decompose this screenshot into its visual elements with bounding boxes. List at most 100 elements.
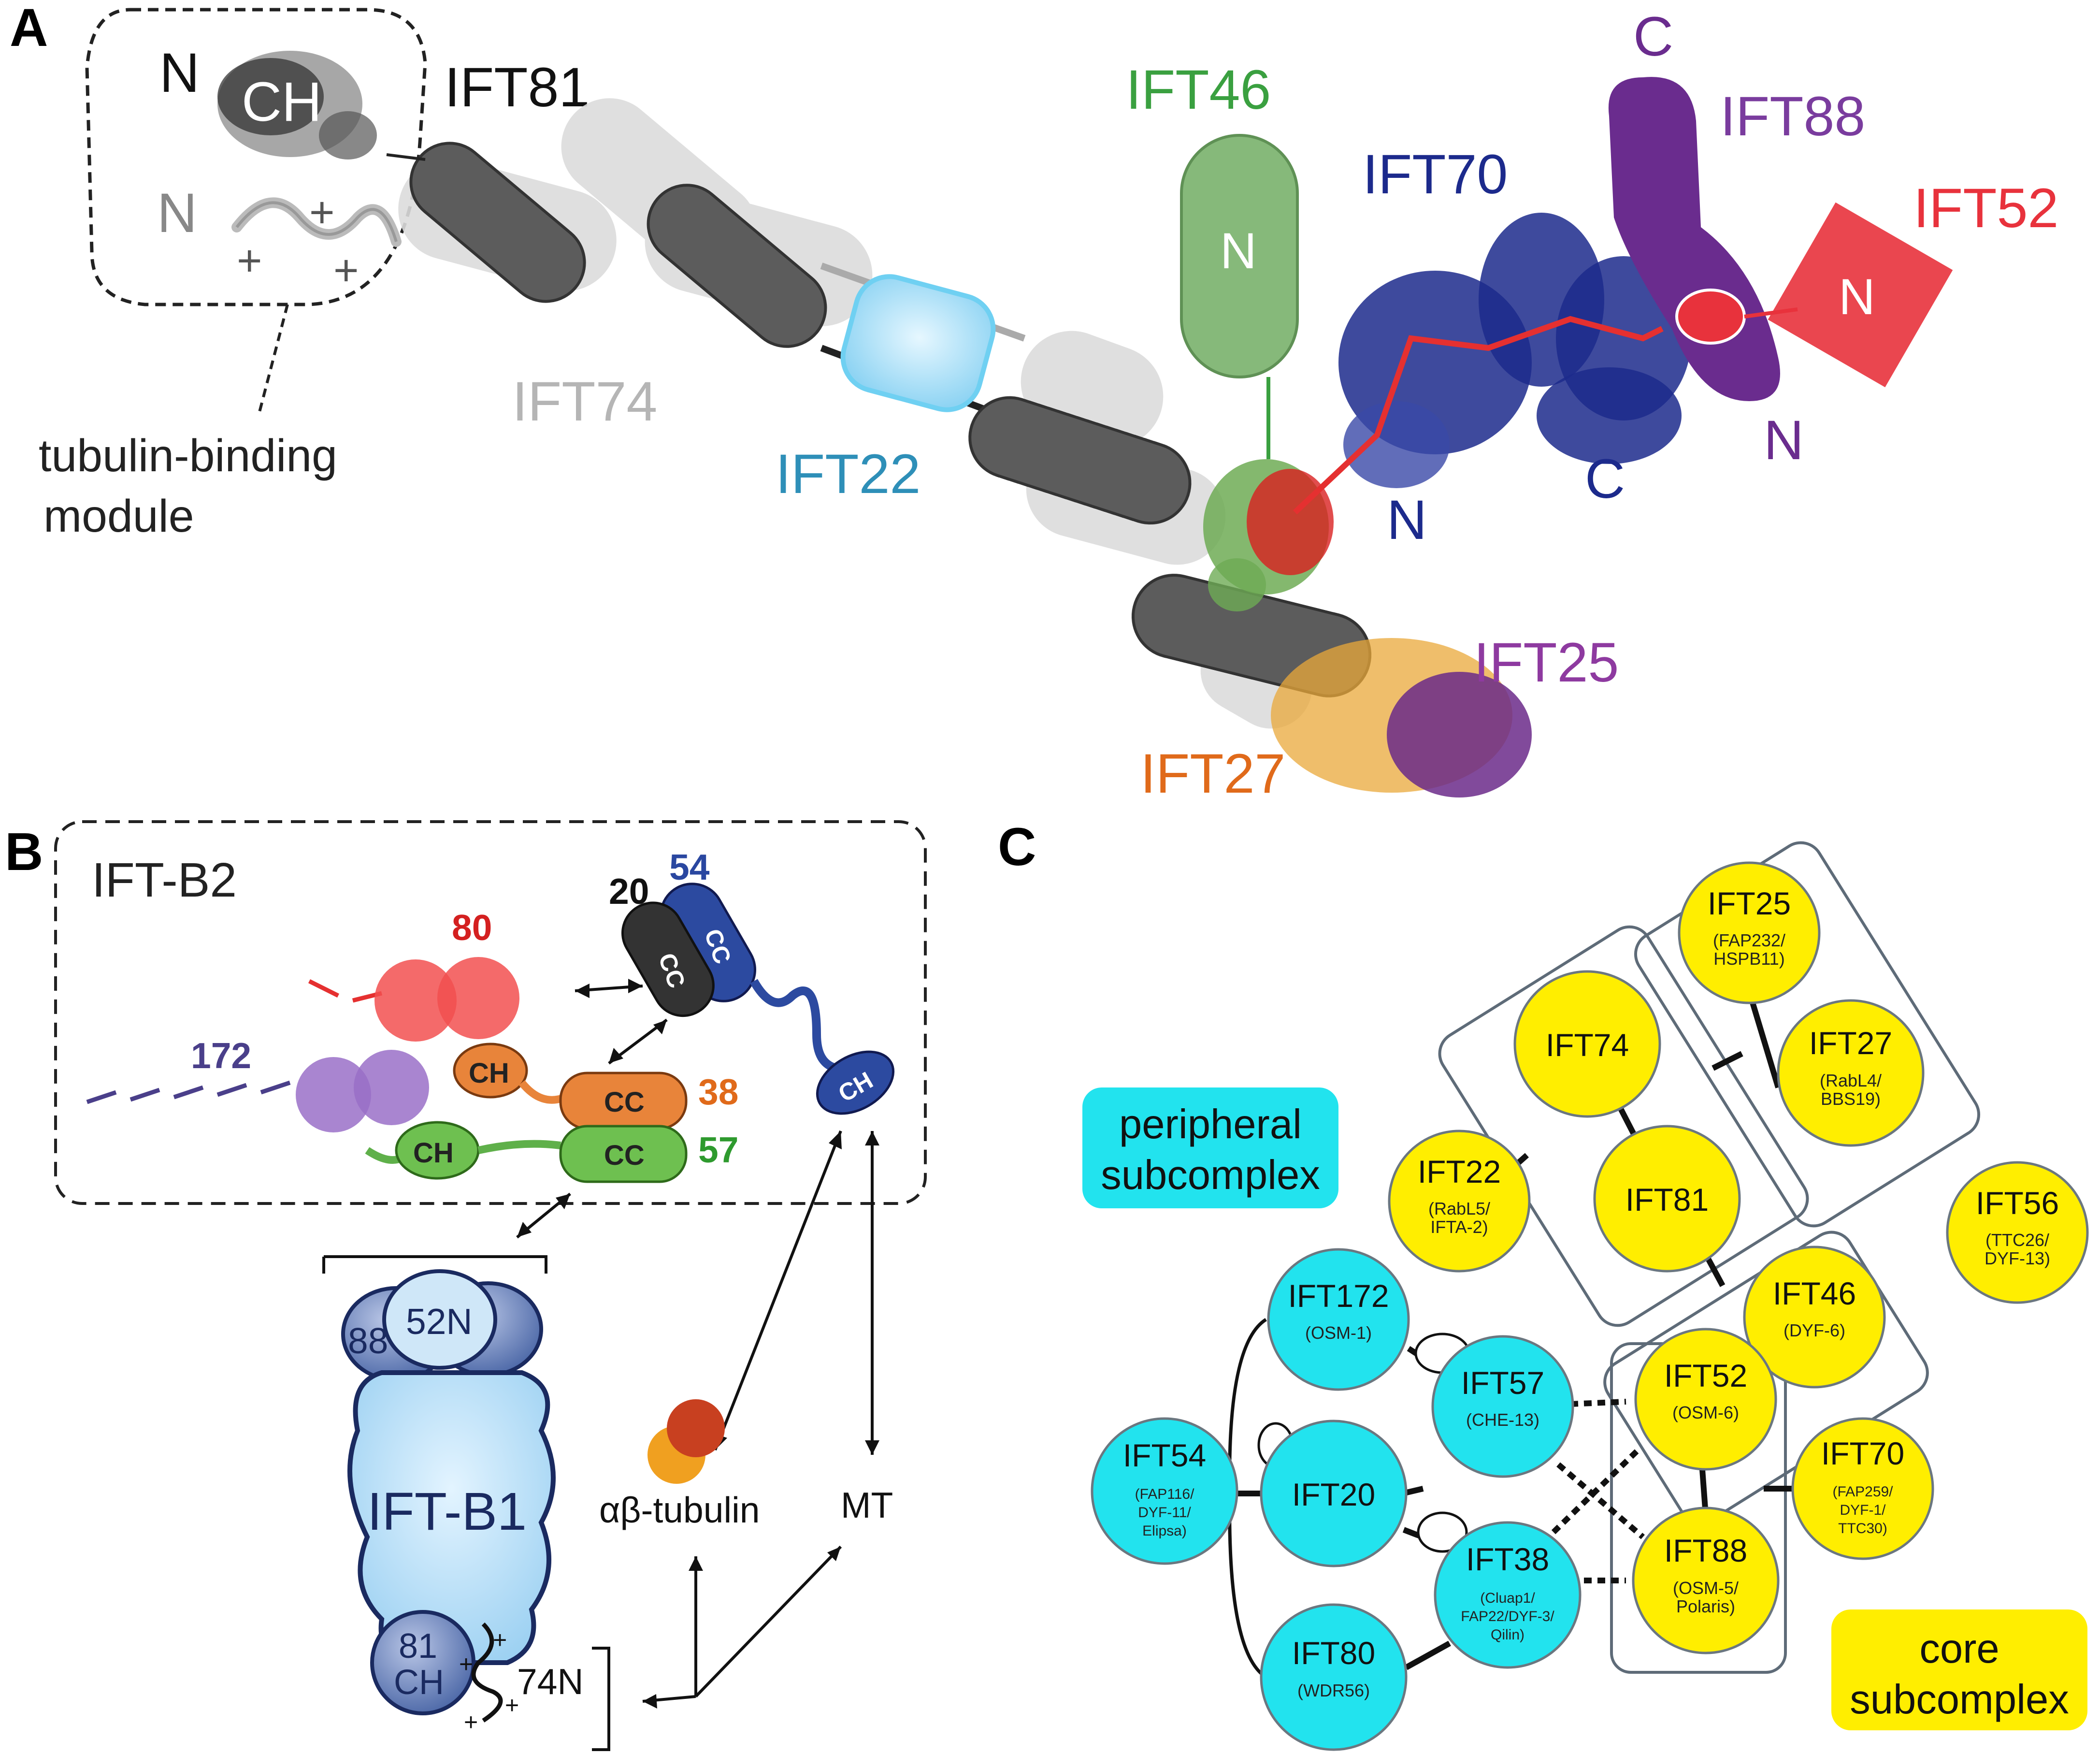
- node-alias: TTC30): [1838, 1521, 1887, 1537]
- module-label-line1: tubulin-binding: [39, 430, 337, 481]
- node-name: IFT81: [1625, 1182, 1709, 1218]
- node-name: IFT172: [1288, 1278, 1389, 1314]
- node-ift56: IFT56(TTC26/DYF-13): [1946, 1161, 2089, 1304]
- ift-b1-label: IFT-B1: [367, 1482, 527, 1541]
- node-name: IFT22: [1418, 1154, 1501, 1189]
- panel-b-label: B: [5, 822, 43, 882]
- peripheral-label-box: [1082, 1087, 1338, 1208]
- ift52-n-label: N: [1839, 269, 1875, 325]
- panel-c: C peripheral subcomplex core subcomplex: [998, 817, 2089, 1751]
- node-alias: (DYF-6): [1784, 1320, 1845, 1340]
- node-name: IFT57: [1461, 1365, 1544, 1401]
- ift20-cc: [621, 901, 715, 1017]
- dotted-edges: [1551, 1399, 1645, 1583]
- ift-b1-body: [347, 1370, 556, 1665]
- ift70-n-label: N: [1387, 489, 1427, 551]
- plus-sign: +: [493, 1626, 507, 1653]
- node-alias: (FAP116/: [1135, 1486, 1195, 1502]
- node-name: IFT56: [1976, 1185, 2059, 1221]
- ift172-label: 172: [191, 1035, 251, 1076]
- node-ift27: IFT27 (RabL4/BBS19): [1777, 999, 1925, 1147]
- node-ift74: IFT74: [1513, 970, 1661, 1118]
- node-name: IFT52: [1664, 1358, 1747, 1393]
- ift172-propeller: [296, 1057, 371, 1132]
- ift54-label: 54: [669, 847, 710, 887]
- b1-ch-label: CH: [394, 1663, 444, 1702]
- node-name: IFT80: [1292, 1635, 1375, 1671]
- node-circle: [1791, 1417, 1934, 1560]
- ift46-n-label: N: [1220, 223, 1257, 279]
- b1-88-label: 88: [348, 1320, 388, 1361]
- panel-c-label: C: [998, 817, 1036, 877]
- plus-sign: +: [459, 1651, 473, 1678]
- node-circle: [1777, 999, 1925, 1147]
- node-circle: [1091, 1417, 1238, 1565]
- node-name: IFT54: [1123, 1437, 1206, 1473]
- plus-sign: +: [505, 1692, 519, 1719]
- node-circle: [1946, 1161, 2089, 1304]
- node-ift38: IFT38(Cluap1/FAP22/DYF-3/Qilin): [1434, 1521, 1582, 1669]
- ift172-propeller: [354, 1050, 429, 1125]
- node-circle: [1513, 970, 1661, 1118]
- node-alias: (CHE-13): [1466, 1410, 1539, 1430]
- ift38-ch-label: CH: [469, 1058, 509, 1089]
- node-name: IFT74: [1546, 1027, 1629, 1063]
- node-name: IFT20: [1292, 1477, 1375, 1512]
- b1-74n-bracket: [592, 1647, 610, 1751]
- node-alias: (WDR56): [1297, 1681, 1370, 1700]
- ift81-ch-domain: [217, 51, 377, 159]
- ift81-label: IFT81: [445, 57, 590, 118]
- core-label-line1: core: [1919, 1626, 1999, 1672]
- node-alias: DYF-1/: [1840, 1502, 1886, 1518]
- peripheral-label-line1: peripheral: [1119, 1102, 1302, 1147]
- ift52-linker: [1293, 316, 1664, 515]
- ift81-ch-blob: [370, 1610, 475, 1715]
- node-alias: (RabL4/: [1820, 1071, 1882, 1090]
- ift46-n-domain: [1180, 134, 1299, 378]
- plus-sign: +: [333, 246, 359, 295]
- node-alias: FAP22/DYF-3/: [1461, 1609, 1554, 1624]
- peripheral-label-line2: subcomplex: [1101, 1152, 1320, 1198]
- ift88-c-label: C: [1633, 6, 1673, 68]
- interaction-arrows: [516, 985, 874, 1703]
- ift74-n-label: N: [157, 182, 197, 244]
- node-ift80: IFT80 (WDR56): [1260, 1603, 1408, 1751]
- node-alias: (FAP259/: [1832, 1484, 1893, 1500]
- ift54-ch: [816, 1050, 895, 1115]
- alpha-tubulin: [667, 1399, 725, 1457]
- ift-b2-box: [54, 820, 927, 1205]
- node-alias: BBS19): [1821, 1089, 1881, 1109]
- node-alias: (TTC26/: [1985, 1230, 2049, 1250]
- node-circle: [1260, 1603, 1408, 1751]
- ift38-ch: [453, 1043, 528, 1099]
- node-ift70: IFT70(FAP259/DYF-1/TTC30): [1791, 1417, 1934, 1560]
- ift74n-tail: [471, 1622, 503, 1723]
- node-circle: [1431, 1335, 1574, 1478]
- node-circle: [1678, 861, 1821, 1004]
- plus-sign: +: [309, 188, 335, 237]
- node-ift52: IFT52 (OSM-6): [1634, 1328, 1777, 1471]
- panel-a: A N CH IFT81 N + + + tubulin-binding mod…: [10, 0, 2058, 805]
- panel-b: B IFT-B2 80 172 CH CC 38 CH CC 57 20 54 …: [5, 820, 927, 1751]
- node-name: IFT27: [1809, 1025, 1892, 1061]
- node-alias: (OSM-6): [1672, 1403, 1739, 1422]
- node-ift25: IFT25(FAP232/HSPB11): [1678, 861, 1821, 1004]
- node-circle: [1632, 1507, 1780, 1654]
- ift46-label: IFT46: [1126, 59, 1271, 121]
- ift52-c-domain: [1675, 289, 1746, 345]
- node-circle: [1388, 1130, 1531, 1273]
- node-alias: HSPB11): [1713, 949, 1784, 969]
- b1-74n-label: 74N: [517, 1661, 584, 1702]
- b1-bracket: [324, 1255, 547, 1274]
- core-label-box: [1831, 1609, 2087, 1730]
- node-circle: [1434, 1521, 1582, 1669]
- ift70-label: IFT70: [1363, 144, 1508, 205]
- ift-b2-title: IFT-B2: [92, 853, 237, 907]
- module-leader-line: [257, 304, 289, 416]
- module-label-line2: module: [43, 491, 194, 542]
- node-ift46: IFT46 (DYF-6): [1743, 1246, 1886, 1389]
- node-circle: [1743, 1246, 1886, 1389]
- ift88-n-label: N: [1764, 409, 1804, 471]
- node-name: IFT46: [1773, 1276, 1856, 1311]
